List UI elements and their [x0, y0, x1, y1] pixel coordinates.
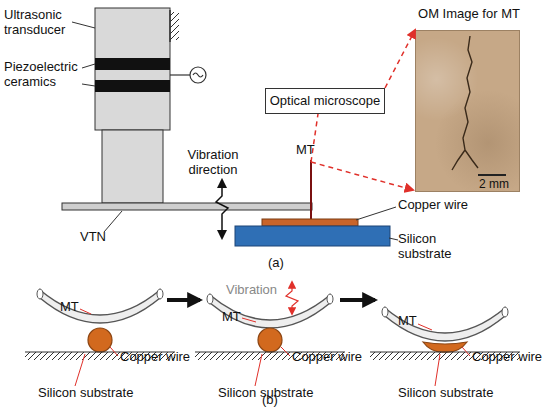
leader-line — [389, 238, 398, 240]
leader-line — [435, 354, 440, 386]
ac-wave-symbol — [193, 73, 203, 77]
leader-line — [82, 64, 95, 68]
part-label: MT — [296, 143, 326, 158]
motion-label: Vibration direction — [178, 148, 248, 178]
ac-source-symbol — [190, 67, 206, 83]
panel-label: (b) — [262, 393, 292, 408]
part-label: Copper wire — [292, 350, 382, 365]
mt-tube — [385, 308, 505, 341]
part-label: VTN — [80, 230, 120, 245]
copper-wire-section — [88, 328, 112, 352]
view-arrow — [311, 162, 413, 190]
transducer-body — [95, 8, 170, 130]
tube-end — [207, 294, 213, 304]
part-label: MT — [60, 300, 90, 315]
tube-end — [37, 289, 43, 299]
leader-line — [356, 207, 396, 220]
transducer-horn — [102, 130, 163, 203]
part-label: MT — [222, 310, 252, 325]
part-label: Silicon substrate — [218, 386, 348, 401]
part-label: Copper wire — [120, 350, 210, 365]
leader-line — [75, 354, 85, 386]
mt-tube — [40, 290, 160, 323]
process-arrow — [340, 298, 375, 302]
instrument-box: Optical microscope — [265, 88, 385, 114]
process-arrow — [167, 298, 200, 302]
tube-end — [382, 307, 388, 317]
panel-label: (a) — [268, 256, 298, 271]
motion-label: Vibration — [226, 283, 296, 298]
leader-line — [242, 318, 256, 322]
leader-line — [281, 347, 290, 356]
signal-wire — [170, 74, 190, 75]
part-label: Silicon substrate — [398, 386, 528, 401]
mount-hatch — [170, 12, 179, 40]
leader-line — [255, 354, 262, 386]
leader-line — [72, 22, 95, 28]
vtn-plate — [62, 203, 312, 210]
piezo-ring — [95, 80, 170, 92]
leader-line — [82, 84, 95, 86]
tube-end — [157, 289, 163, 299]
leader-line — [462, 347, 470, 356]
box-text: Optical microscope — [270, 94, 381, 109]
tube-end — [327, 294, 333, 304]
leader-line — [418, 324, 432, 330]
leader-line — [80, 309, 91, 314]
part-label: MT — [398, 314, 428, 329]
part-label: Copper wire — [472, 350, 550, 365]
micrograph-panel: OM Image for MT2 mm — [415, 30, 520, 192]
mt-tube — [210, 295, 330, 328]
leader-line — [110, 347, 118, 356]
piezo-ring — [95, 58, 170, 70]
vibration-arrow — [286, 282, 298, 314]
copper-wire — [262, 219, 358, 226]
tube-end — [502, 307, 508, 317]
leader-line — [104, 211, 122, 232]
part-label: Silicon substrate — [38, 386, 168, 401]
scale-label: 2 mm — [474, 178, 514, 192]
mt-needle — [310, 160, 312, 219]
part-label: Ultrasonic transducer — [4, 8, 82, 38]
vibration-arrow — [216, 180, 228, 238]
silicon-substrate — [235, 226, 390, 246]
part-label: Piezoelectric ceramics — [4, 60, 90, 90]
flattened-wire — [423, 342, 467, 352]
image-title: OM Image for MT — [394, 7, 544, 22]
part-label: Copper wire — [398, 198, 488, 213]
view-connector — [385, 30, 415, 88]
part-label: Silicon substrate — [398, 232, 462, 262]
copper-wire-section — [258, 328, 282, 352]
